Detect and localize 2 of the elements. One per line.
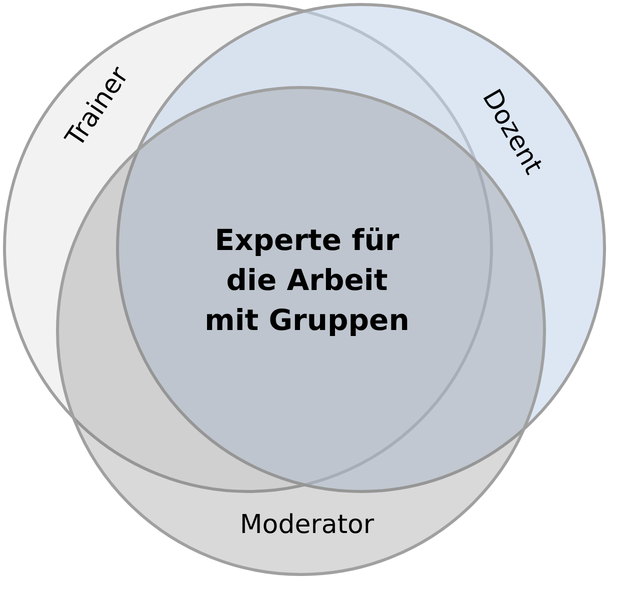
center-label: Experte für die Arbeit mit Gruppen (204, 222, 410, 339)
circle-label: Moderator (240, 510, 374, 540)
